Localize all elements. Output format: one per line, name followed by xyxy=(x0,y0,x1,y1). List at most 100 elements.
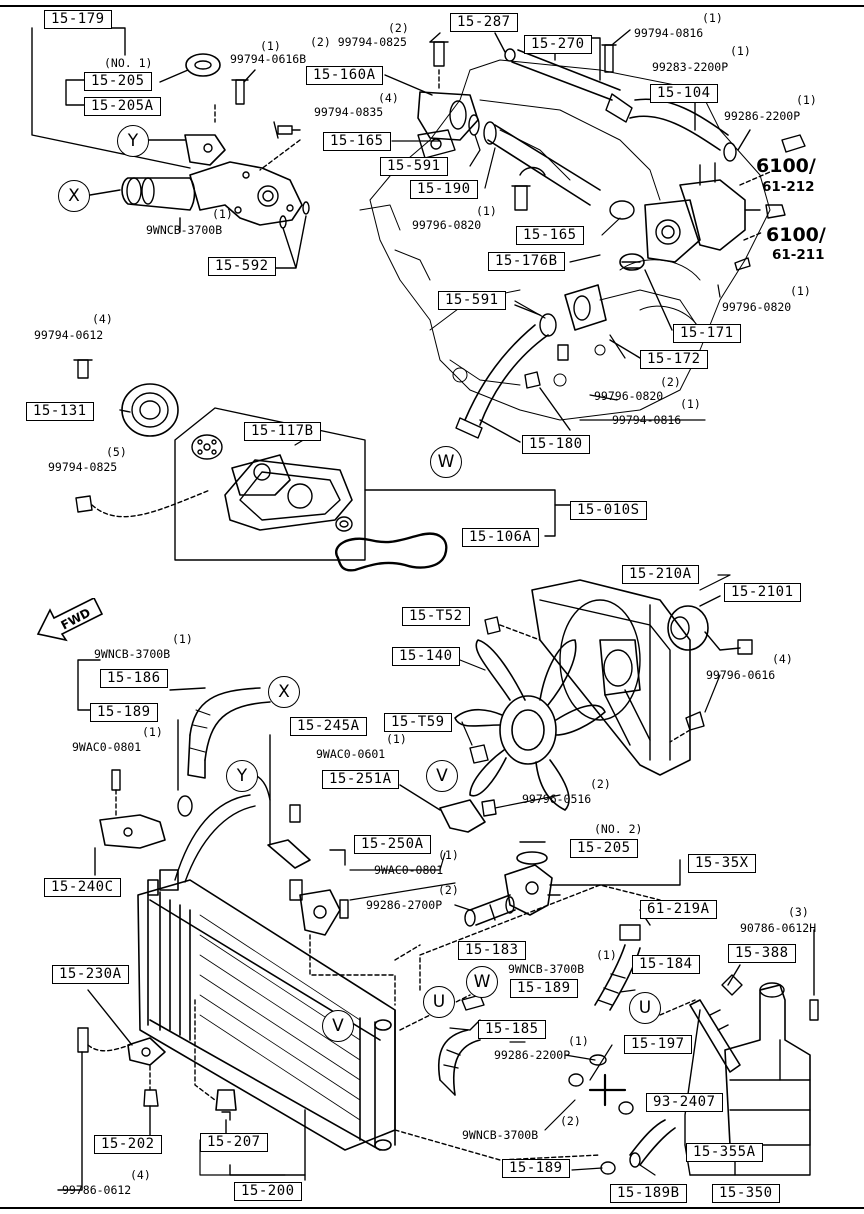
part-label-15-202[interactable]: 15-202 xyxy=(94,1135,162,1154)
part-label-15-197[interactable]: 15-197 xyxy=(624,1035,692,1054)
ref-61-211[interactable]: 61-211 xyxy=(772,247,825,263)
part-label-15-184[interactable]: 15-184 xyxy=(632,955,700,974)
part-99286-2200p-b[interactable]: 99286-2200P xyxy=(494,1048,571,1062)
part-99794-0612[interactable]: 99794-0612 xyxy=(34,328,104,342)
part-label-15-140[interactable]: 15-140 xyxy=(392,647,460,666)
callout-w-top[interactable]: W xyxy=(430,446,462,478)
part-label-15-205-b[interactable]: 15-205 xyxy=(570,839,638,858)
part-label-15-592[interactable]: 15-592 xyxy=(208,257,276,276)
part-label-15-591[interactable]: 15-591 xyxy=(380,157,448,176)
part-9wncb-3700b-bottom[interactable]: 9WNCB-3700B xyxy=(462,1128,539,1142)
part-99796-0516[interactable]: 99796-0516 xyxy=(522,792,592,806)
part-label-15-185[interactable]: 15-185 xyxy=(478,1020,546,1039)
part-99794-0616b[interactable]: 99794-0616B xyxy=(230,52,307,66)
part-99796-0820-c[interactable]: 99796-0820 xyxy=(594,389,664,403)
part-label-15-104[interactable]: 15-104 xyxy=(650,84,718,103)
part-label-15-172[interactable]: 15-172 xyxy=(640,350,708,369)
part-99794-0825-b[interactable]: 99794-0825 xyxy=(48,460,118,474)
part-label-15-388[interactable]: 15-388 xyxy=(728,944,796,963)
part-9wncb-3700b-low[interactable]: 9WNCB-3700B xyxy=(508,962,585,976)
part-label-15-131[interactable]: 15-131 xyxy=(26,402,94,421)
callout-x-top[interactable]: X xyxy=(58,180,90,212)
part-99794-0816-b[interactable]: 99794-0816 xyxy=(612,413,682,427)
part-99796-0820-b[interactable]: 99796-0820 xyxy=(722,300,792,314)
qty-99794-0612: (4) xyxy=(92,312,113,326)
part-label-15-176b[interactable]: 15-176B xyxy=(488,252,565,271)
part-99796-0616[interactable]: 99796-0616 xyxy=(706,668,776,682)
part-label-15-240c[interactable]: 15-240C xyxy=(44,878,121,897)
part-label-15-2101[interactable]: 15-2101 xyxy=(724,583,801,602)
part-label-15-210a[interactable]: 15-210A xyxy=(622,565,699,584)
qty-9wncb-3700b-low: (1) xyxy=(596,948,617,962)
fan-blades xyxy=(454,639,606,811)
part-label-15-190[interactable]: 15-190 xyxy=(410,180,478,199)
part-99794-0816[interactable]: 99794-0816 xyxy=(634,26,704,40)
part-label-15-t52[interactable]: 15-T52 xyxy=(402,607,470,626)
part-9wac0-0601[interactable]: 9WAC0-0601 xyxy=(316,747,386,761)
part-9wncb-3700b-top[interactable]: 9WNCB-3700B xyxy=(146,223,223,237)
qty-99794-0816: (1) xyxy=(702,11,723,25)
ref-6100-a[interactable]: 6100/ xyxy=(756,155,816,177)
part-9wac0-0801-a[interactable]: 9WAC0-0801 xyxy=(72,740,142,754)
part-label-93-2407[interactable]: 93-2407 xyxy=(646,1093,723,1112)
part-label-15-230a[interactable]: 15-230A xyxy=(52,965,129,984)
part-label-15-591-b[interactable]: 15-591 xyxy=(438,291,506,310)
callout-v-radiator[interactable]: V xyxy=(322,1010,354,1042)
part-label-15-171[interactable]: 15-171 xyxy=(673,324,741,343)
part-label-15-251a[interactable]: 15-251A xyxy=(322,770,399,789)
callout-y-top[interactable]: Y xyxy=(117,125,149,157)
fwd-arrow-icon xyxy=(36,598,104,642)
part-label-15-180[interactable]: 15-180 xyxy=(522,435,590,454)
callout-u-center[interactable]: U xyxy=(423,986,455,1018)
part-label-15-350[interactable]: 15-350 xyxy=(712,1184,780,1203)
radiator-core xyxy=(137,869,396,1151)
part-label-15-010s[interactable]: 15-010S xyxy=(570,501,647,520)
part-99283-2200p[interactable]: 99283-2200P xyxy=(652,60,729,74)
part-label-15-189b[interactable]: 15-189B xyxy=(610,1184,687,1203)
thermostat-and-bypass xyxy=(384,29,806,443)
fan-and-shroud xyxy=(399,579,753,833)
part-label-15-207[interactable]: 15-207 xyxy=(200,1133,268,1152)
part-label-15-t59[interactable]: 15-T59 xyxy=(384,713,452,732)
upper-radiator-hose xyxy=(77,659,271,817)
part-9wac0-0801-b[interactable]: 9WAC0-0801 xyxy=(374,863,444,877)
ref-6100-b[interactable]: 6100/ xyxy=(766,224,826,246)
part-label-15-189[interactable]: 15-189 xyxy=(90,703,158,722)
part-99786-0612[interactable]: 99786-0612 xyxy=(62,1183,132,1197)
part-99286-2700p[interactable]: 99286-2700P xyxy=(366,898,443,912)
part-label-15-106a[interactable]: 15-106A xyxy=(462,528,539,547)
part-label-15-186[interactable]: 15-186 xyxy=(100,669,168,688)
part-label-15-160a[interactable]: 15-160A xyxy=(306,66,383,85)
part-label-15-165[interactable]: 15-165 xyxy=(323,132,391,151)
part-label-15-200[interactable]: 15-200 xyxy=(234,1182,302,1201)
callout-u-right[interactable]: U xyxy=(629,992,661,1024)
part-99794-0825[interactable]: (2) 99794-0825 xyxy=(310,35,407,49)
part-label-15-117b[interactable]: 15-117B xyxy=(244,422,321,441)
part-99794-0835[interactable]: 99794-0835 xyxy=(314,105,384,119)
part-label-15-183[interactable]: 15-183 xyxy=(458,941,526,960)
callout-v-fan[interactable]: V xyxy=(426,760,458,792)
callout-w-low[interactable]: W xyxy=(466,966,498,998)
part-90786-0612h[interactable]: 90786-0612H xyxy=(740,921,817,935)
part-label-15-250a[interactable]: 15-250A xyxy=(354,835,431,854)
part-label-15-165-b[interactable]: 15-165 xyxy=(516,226,584,245)
part-label-15-205a[interactable]: 15-205A xyxy=(84,97,161,116)
part-label-15-245a[interactable]: 15-245A xyxy=(290,717,367,736)
part-label-15-287[interactable]: 15-287 xyxy=(450,13,518,32)
callout-y-mid[interactable]: Y xyxy=(226,760,258,792)
qty-99794-0825: (2) xyxy=(388,21,409,35)
part-9wncb-3700b-mid[interactable]: 9WNCB-3700B xyxy=(94,647,171,661)
part-99286-2200p[interactable]: 99286-2200P xyxy=(724,109,801,123)
part-label-61-219a[interactable]: 61-219A xyxy=(640,900,717,919)
callout-x-mid[interactable]: X xyxy=(268,676,300,708)
part-label-15-35x[interactable]: 15-35X xyxy=(688,854,756,873)
part-99796-0820-a[interactable]: 99796-0820 xyxy=(412,218,482,232)
part-label-15-189-c[interactable]: 15-189 xyxy=(502,1159,570,1178)
ref-61-212[interactable]: 61-212 xyxy=(762,179,815,195)
part-label-15-205[interactable]: 15-205 xyxy=(84,72,152,91)
part-label-15-189-b[interactable]: 15-189 xyxy=(510,979,578,998)
part-label-15-179[interactable]: 15-179 xyxy=(44,10,112,29)
part-label-15-355a[interactable]: 15-355A xyxy=(686,1143,763,1162)
part-label-15-270[interactable]: 15-270 xyxy=(524,35,592,54)
